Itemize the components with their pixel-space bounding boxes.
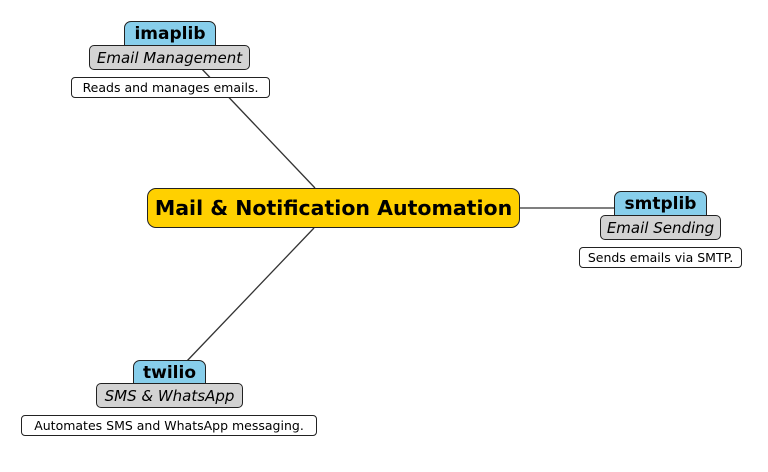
imaplib-category-label: Email Management — [89, 45, 250, 70]
smtplib-description: Sends emails via SMTP. — [579, 247, 742, 268]
edge-twilio — [185, 227, 315, 363]
imaplib-description: Reads and manages emails. — [71, 77, 270, 98]
smtplib-category-label: Email Sending — [600, 215, 721, 240]
twilio-category-label: SMS & WhatsApp — [96, 383, 243, 408]
central-topic-node[interactable]: Mail & Notification Automation — [147, 188, 520, 228]
twilio-description: Automates SMS and WhatsApp messaging. — [21, 415, 317, 436]
